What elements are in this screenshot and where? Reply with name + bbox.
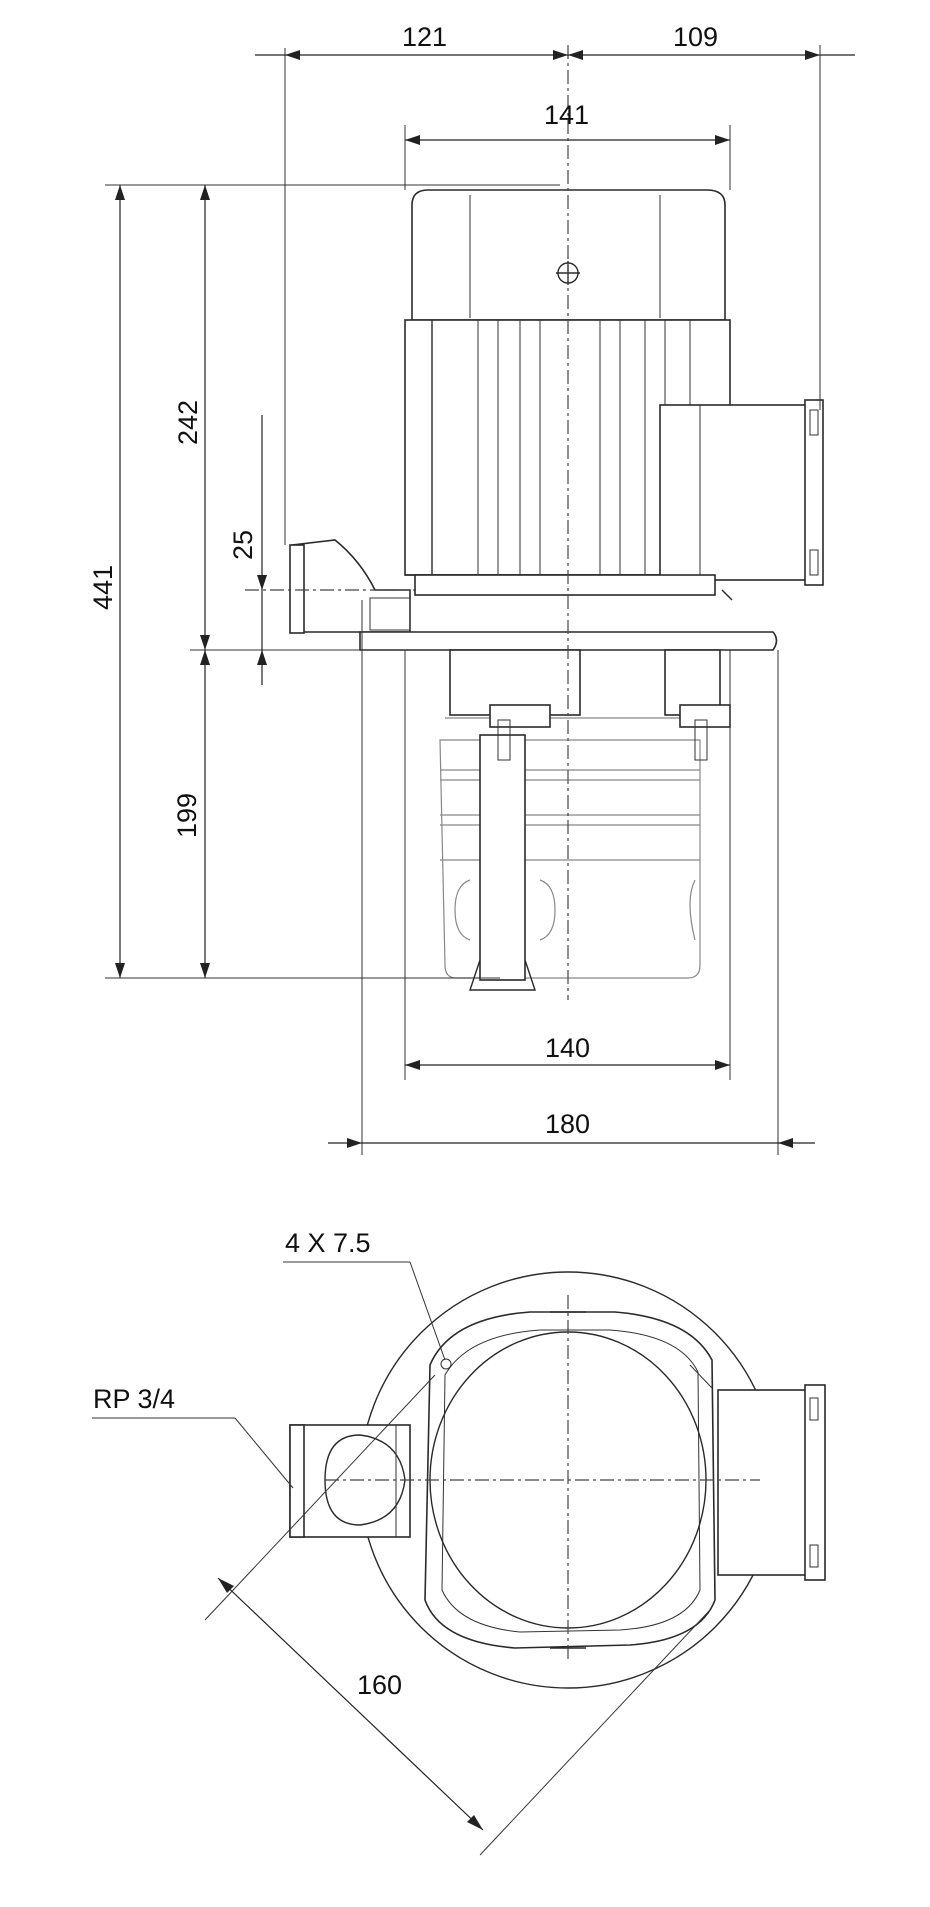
dim-label-242: 242 bbox=[173, 400, 203, 445]
dim-121-109 bbox=[255, 45, 855, 545]
leader-thread bbox=[92, 1417, 294, 1489]
label-thread: RP 3/4 bbox=[93, 1384, 175, 1414]
dim-label-121: 121 bbox=[402, 22, 447, 52]
dim-label-160: 160 bbox=[357, 1670, 402, 1700]
dim-141 bbox=[404, 125, 731, 190]
top-view: 4 X 7.5 RP 3/4 160 bbox=[92, 1228, 826, 1856]
pump-housing bbox=[439, 649, 731, 991]
leader-holes bbox=[283, 1261, 452, 1370]
inlet-connection bbox=[289, 1424, 411, 1538]
dim-160 bbox=[217, 1577, 484, 1831]
dim-label-441: 441 bbox=[88, 565, 118, 610]
dim-25 bbox=[257, 415, 267, 685]
dim-label-140: 140 bbox=[545, 1033, 590, 1063]
dim-label-25: 25 bbox=[228, 530, 258, 560]
side-view: 121 109 141 441 242 bbox=[88, 22, 855, 1155]
mounting-hole-icon bbox=[440, 1358, 452, 1370]
motor-flange bbox=[414, 574, 716, 596]
discharge-connection bbox=[245, 539, 420, 634]
dim-441 bbox=[105, 184, 560, 979]
terminal-box-top bbox=[717, 1384, 826, 1581]
label-holes: 4 X 7.5 bbox=[285, 1228, 371, 1258]
dim-140 bbox=[404, 650, 731, 1080]
dim-label-199: 199 bbox=[172, 793, 202, 838]
dim-199 bbox=[200, 650, 210, 978]
dim-label-180: 180 bbox=[545, 1109, 590, 1139]
dim-180 bbox=[328, 600, 815, 1155]
dim-242 bbox=[200, 185, 210, 650]
dim-label-141: 141 bbox=[544, 100, 589, 130]
dim-label-109: 109 bbox=[673, 22, 718, 52]
terminal-box bbox=[659, 399, 824, 586]
